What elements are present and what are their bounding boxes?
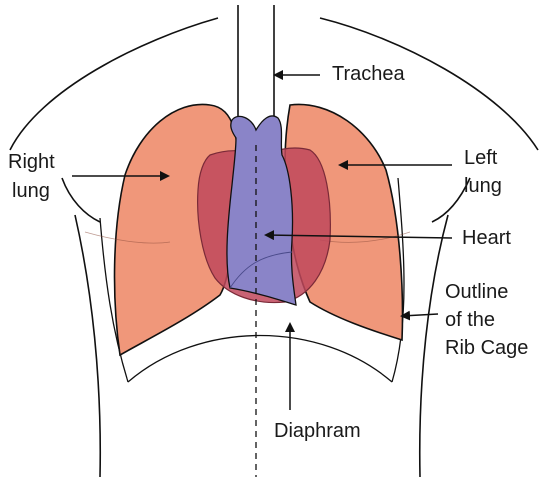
heart-label: Heart: [462, 227, 511, 250]
left-armpit-outline: [62, 178, 100, 222]
right-lung-label-line1: Right: [8, 151, 55, 174]
rib-cage-lower-edge: [128, 336, 392, 383]
left-lung-label-line2: lung: [464, 175, 502, 198]
diaphragm-label: Diaphram: [274, 420, 361, 443]
rib-cage-arrow: [402, 314, 438, 316]
rib-cage-label-line1: Outline: [445, 281, 508, 304]
right-lung-label-line2: lung: [12, 180, 50, 203]
rib-cage-label-line3: Rib Cage: [445, 337, 528, 360]
trachea-label: Trachea: [332, 63, 405, 86]
left-torso-outline: [75, 215, 100, 477]
rib-cage-label-line2: of the: [445, 309, 495, 332]
left-lung-label-line1: Left: [464, 147, 497, 170]
right-torso-outline: [420, 215, 448, 477]
